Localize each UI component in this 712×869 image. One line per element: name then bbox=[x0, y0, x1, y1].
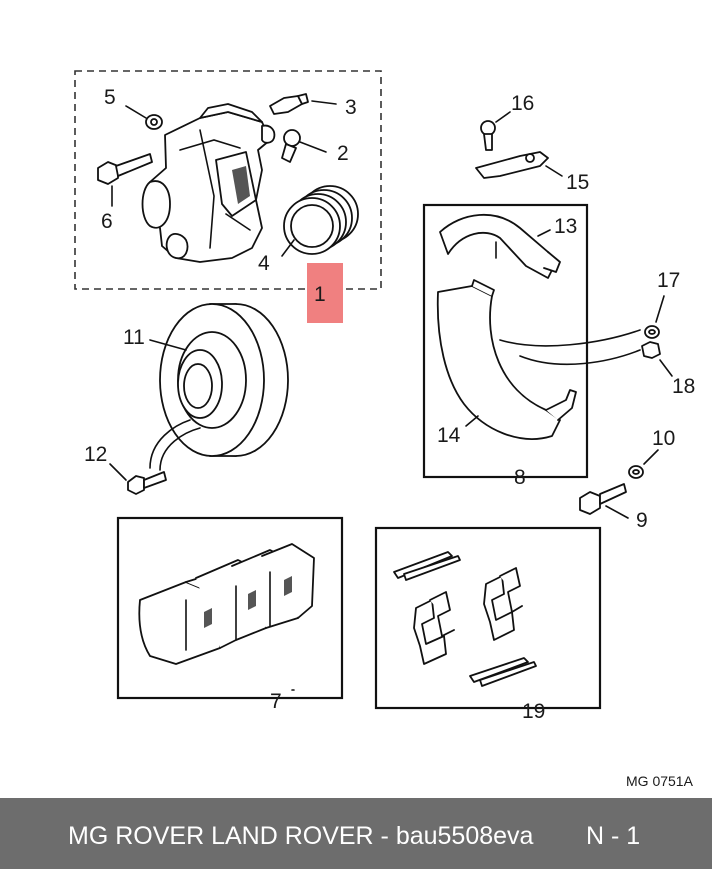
callout-4: 4 bbox=[258, 252, 270, 275]
callout-10: 10 bbox=[652, 427, 675, 450]
callout-6: 6 bbox=[101, 210, 113, 233]
disc-screw bbox=[109, 419, 201, 495]
callout-2: 2 bbox=[337, 142, 349, 165]
box-brake-pads bbox=[116, 516, 344, 700]
callout-13: 13 bbox=[554, 215, 577, 238]
shield-screw bbox=[480, 111, 511, 151]
washer-10 bbox=[628, 449, 659, 479]
callout-1: 1 bbox=[314, 283, 326, 306]
callout-7: 7 bbox=[270, 690, 282, 713]
caliper-group-dashed-box bbox=[74, 70, 382, 290]
connector-curve-upper bbox=[499, 329, 641, 347]
callout-9: 9 bbox=[636, 509, 648, 532]
callout-5: 5 bbox=[104, 86, 116, 109]
box-dust-shields bbox=[422, 203, 589, 479]
caliper-bolt bbox=[97, 153, 153, 207]
callout-17: 17 bbox=[657, 269, 680, 292]
bleed-nipple bbox=[269, 93, 337, 115]
fitting-kit-pins-springs bbox=[393, 551, 537, 687]
piston-seal-kit bbox=[281, 185, 359, 257]
brake-caliper bbox=[141, 103, 276, 263]
box-fitting-kit bbox=[374, 526, 602, 710]
retaining-plate bbox=[475, 151, 563, 179]
callout-14: 14 bbox=[437, 424, 461, 447]
bolt-9 bbox=[579, 483, 629, 519]
callout-8: 8 bbox=[514, 466, 526, 489]
bleed-screw bbox=[281, 129, 327, 163]
callout-12: 12 bbox=[84, 443, 107, 466]
callout-3: 3 bbox=[345, 96, 357, 119]
dust-shield-upper bbox=[439, 214, 561, 279]
connector-curve-lower bbox=[519, 349, 641, 366]
washer-5 bbox=[125, 105, 163, 130]
callout-18: 18 bbox=[672, 375, 695, 398]
part-1-highlight bbox=[307, 263, 343, 323]
brake-parts-diagram: 1 2 3 4 5 6 7 8 9 10 11 12 13 14 15 16 1… bbox=[74, 70, 695, 789]
diagram-code: MG 0751A bbox=[626, 773, 694, 789]
footer-title: MG ROVER LAND ROVER - bau5508eva bbox=[68, 822, 534, 850]
callout-15: 15 bbox=[566, 171, 589, 194]
footer-part-code: N - 1 bbox=[586, 822, 641, 850]
brake-pad-set bbox=[138, 543, 315, 691]
nut-18 bbox=[641, 341, 673, 377]
callout-11: 11 bbox=[123, 326, 145, 349]
dust-shield-lower bbox=[436, 279, 577, 440]
callout-19: 19 bbox=[522, 700, 545, 723]
footer-bar: MG ROVER LAND ROVER - bau5508eva N - 1 bbox=[0, 798, 712, 869]
brake-disc bbox=[149, 303, 289, 457]
washer-17 bbox=[644, 295, 665, 339]
callout-16: 16 bbox=[511, 92, 534, 115]
